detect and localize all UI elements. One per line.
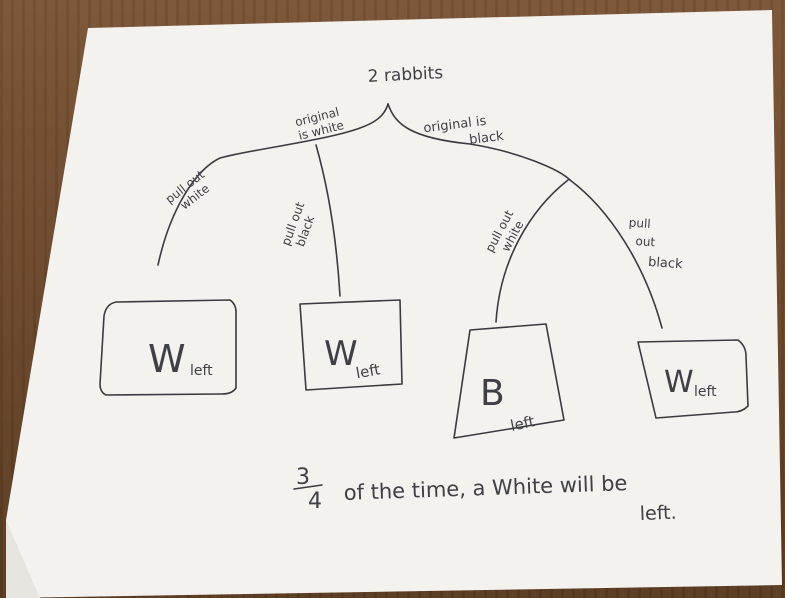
svg-text:left: left — [190, 363, 213, 379]
branch-pull-out-black-1 — [315, 144, 341, 297]
outcome-box-3: B left — [453, 323, 565, 439]
outcome-box-2: W left — [299, 299, 403, 391]
branch-original-black — [387, 103, 571, 181]
conclusion-line-2: left. — [639, 502, 677, 525]
svg-text:left: left — [354, 360, 381, 382]
svg-text:out: out — [635, 234, 656, 249]
paper-sheet — [6, 10, 782, 598]
svg-text:W: W — [324, 334, 358, 374]
svg-text:pull: pull — [628, 216, 651, 231]
branch-pull-out-black-2 — [569, 179, 663, 329]
svg-text:W: W — [148, 337, 186, 381]
svg-text:W: W — [664, 365, 694, 400]
svg-text:black: black — [468, 129, 505, 148]
branch-pull-out-white-2 — [495, 179, 569, 323]
svg-text:4: 4 — [308, 489, 322, 514]
conclusion-fraction: 3 4 — [293, 465, 323, 514]
root-label: 2 rabbits — [367, 63, 444, 87]
outcome-box-1: W left — [99, 299, 237, 396]
svg-text:left: left — [694, 384, 717, 400]
branch-original-white — [157, 103, 389, 266]
paper-shadow — [6, 520, 40, 598]
svg-text:3: 3 — [296, 465, 310, 490]
svg-text:B: B — [480, 373, 505, 414]
svg-text:left: left — [509, 412, 537, 435]
outcome-box-4: W left — [637, 339, 749, 419]
label-pull-out-black-2: pull out black — [628, 216, 684, 273]
svg-text:black: black — [648, 255, 684, 272]
